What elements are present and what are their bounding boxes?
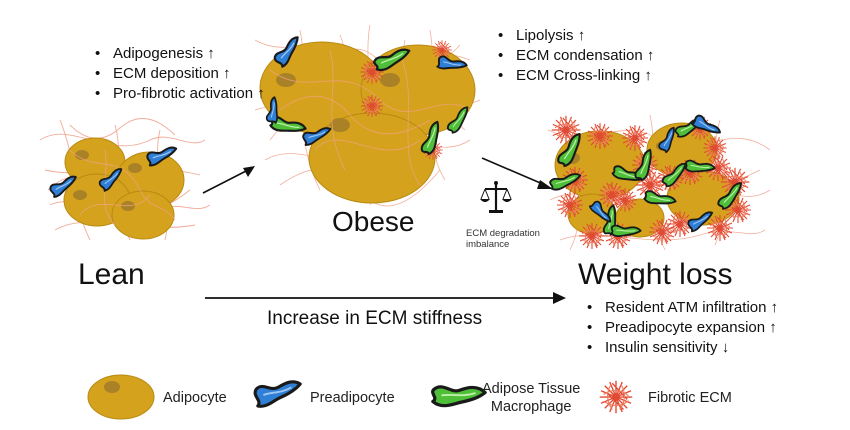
legend-preadipocyte-icon	[252, 379, 304, 409]
legend-macrophage-label: Adipose Tissue Macrophage	[482, 380, 580, 416]
list-item: Preadipocyte expansion ↑	[587, 318, 778, 338]
arrow-lean-to-obese	[202, 166, 255, 194]
legend-fibrotic-ecm-icon	[599, 380, 633, 414]
balance-scale-icon	[480, 181, 512, 213]
adipocyte	[308, 112, 436, 204]
weight-loss-tissue	[547, 112, 771, 251]
legend-adipocyte-icon	[87, 374, 155, 420]
obese-tissue	[254, 24, 481, 207]
stage-label-obese: Obese	[332, 206, 415, 237]
list-item: Lipolysis ↑	[498, 26, 654, 46]
arrow-obese-to-weight-loss	[481, 157, 553, 189]
imbalance-line-1: ECM degradation	[466, 228, 540, 239]
weight-loss-changes-list: Lipolysis ↑ ECM condensation ↑ ECM Cross…	[498, 26, 654, 86]
obese-changes-list: Adipogenesis ↑ ECM deposition ↑ Pro-fibr…	[95, 44, 265, 104]
imbalance-line-2: imbalance	[466, 239, 510, 250]
legend-macrophage-line-1: Adipose Tissue	[482, 381, 581, 397]
list-item: Resident ATM infiltration ↑	[587, 298, 778, 318]
legend-macrophage-icon	[429, 382, 488, 411]
legend-fibrotic-ecm-label: Fibrotic ECM	[648, 390, 732, 406]
list-item: ECM Cross-linking ↑	[498, 66, 654, 86]
legend-preadipocyte-label: Preadipocyte	[310, 390, 395, 406]
weight-loss-outcomes-list: Resident ATM infiltration ↑ Preadipocyte…	[587, 298, 778, 358]
ecm-stiffness-arrow	[205, 292, 566, 304]
list-item: Adipogenesis ↑	[95, 44, 265, 64]
stage-label-lean: Lean	[78, 258, 145, 291]
legend	[87, 374, 633, 420]
list-item: ECM deposition ↑	[95, 64, 265, 84]
list-item: Insulin sensitivity ↓	[587, 338, 778, 358]
list-item: Pro-fibrotic activation ↑	[95, 84, 265, 104]
lean-adipocytes	[63, 137, 185, 240]
legend-macrophage-line-2: Macrophage	[490, 399, 572, 415]
ecm-degradation-imbalance-label: ECM degradation imbalance	[466, 228, 540, 250]
ecm-stiffness-caption: Increase in ECM stiffness	[267, 308, 483, 329]
stage-label-weight-loss: Weight loss	[578, 258, 733, 291]
lean-tissue	[39, 118, 211, 241]
adipocyte	[111, 190, 175, 240]
legend-adipocyte-label: Adipocyte	[163, 390, 227, 406]
list-item: ECM condensation ↑	[498, 46, 654, 66]
